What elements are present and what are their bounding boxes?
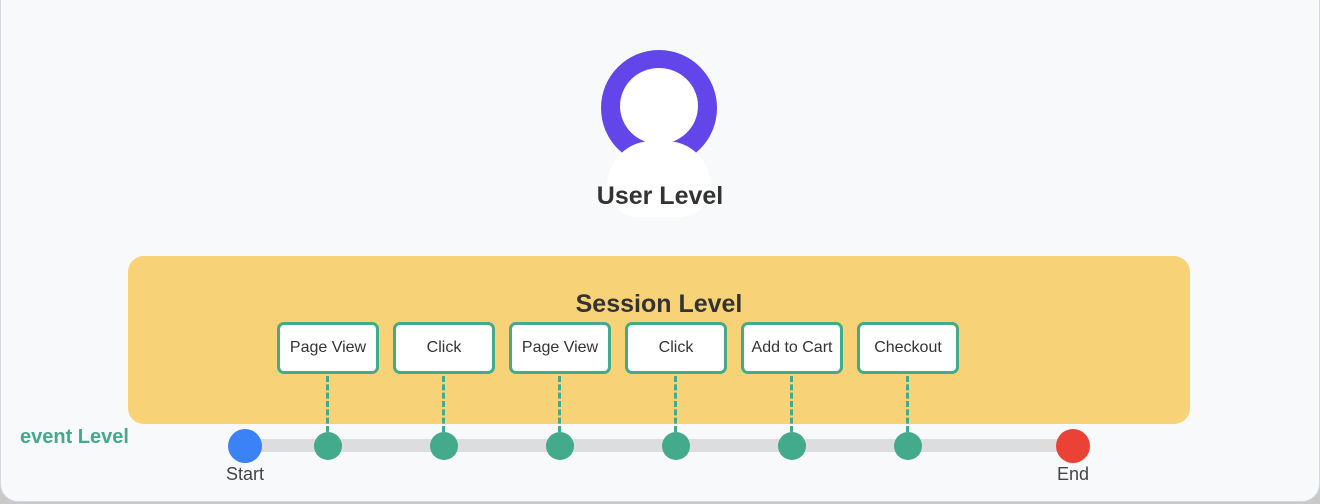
event-node: [430, 432, 458, 460]
avatar-head: [620, 68, 698, 144]
timeline-start-label: Start: [225, 464, 264, 484]
timeline-start-node: [228, 429, 262, 463]
event-connector: [442, 376, 445, 432]
timeline-end-node: [1056, 429, 1090, 463]
event-box-click: Click: [393, 322, 495, 374]
event-box-page-view: Page View: [509, 322, 611, 374]
event-node: [894, 432, 922, 460]
event-box-add-to-cart: Add to Cart: [741, 322, 843, 374]
event-connector: [674, 376, 677, 432]
event-node: [546, 432, 574, 460]
session-level-title: Session Level: [575, 290, 743, 318]
event-node: [778, 432, 806, 460]
event-connector: [790, 376, 793, 432]
event-box-checkout: Checkout: [857, 322, 959, 374]
user-level-title: User Level: [596, 182, 724, 210]
timeline-end-label: End: [1056, 464, 1090, 484]
timeline-track: [245, 439, 1073, 452]
avatar-body: [607, 141, 711, 217]
event-box-click: Click: [625, 322, 727, 374]
event-connector: [326, 376, 329, 432]
event-level-label: event Level: [20, 426, 129, 448]
event-node: [662, 432, 690, 460]
event-node: [314, 432, 342, 460]
event-connector: [906, 376, 909, 432]
event-box-page-view: Page View: [277, 322, 379, 374]
event-connector: [558, 376, 561, 432]
